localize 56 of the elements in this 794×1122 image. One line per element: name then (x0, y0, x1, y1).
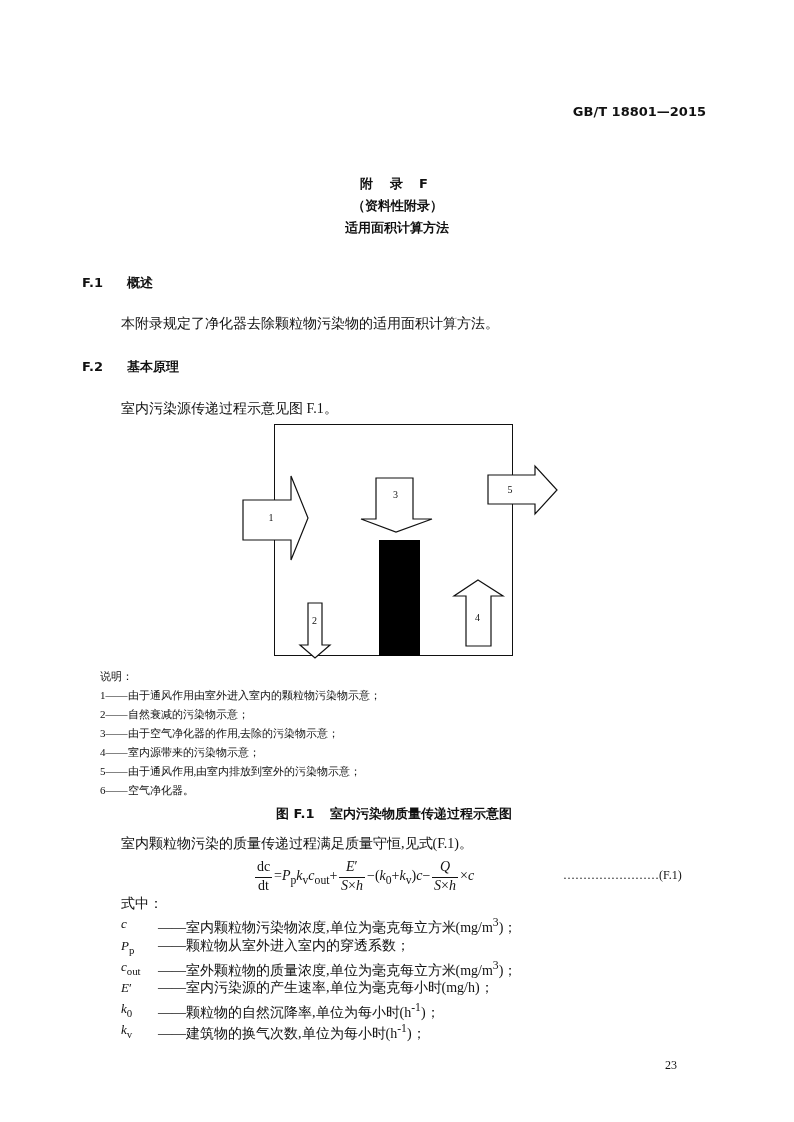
section-number: F.1 (82, 275, 103, 291)
air-purifier (378, 539, 420, 656)
formula-part: −(k$_{0}$+k$_{v}$)c− (367, 868, 431, 888)
annex-heading: （资料性附录） (351, 198, 443, 214)
key-item: 1——由于通风作用由室外进入室内的颗粒物污染物示意； (100, 689, 381, 703)
block-arrow (243, 476, 308, 560)
annex-heading: 适用面积计算方法 (345, 220, 449, 236)
equation-number: ……………………(F.1) (563, 868, 682, 883)
key-item: 5——由于通风作用,由室内排放到室外的污染物示意； (100, 765, 362, 779)
room-outline (274, 424, 513, 656)
figure-caption: 室内污染物质量传递过程示意图 (330, 806, 512, 822)
arrow-number: 5 (507, 485, 513, 495)
paragraph: 本附录规定了净化器去除颗粒物污染物的适用面积计算方法。 (121, 316, 499, 333)
symbol: c (121, 916, 127, 932)
key-item: 6——空气净化器。 (100, 784, 194, 798)
section-heading: 概述 (127, 275, 153, 291)
block-arrow (488, 466, 557, 514)
definition: ——颗粒物的自然沉降率,单位为每小时(h$^{-1}$)； (158, 1001, 440, 1022)
key-heading: 说明： (100, 670, 133, 684)
formula-part: S×h (341, 878, 363, 895)
definition: ——颗粒物从室外进入室内的穿透系数； (158, 938, 410, 955)
formula-part: dc (257, 859, 271, 876)
symbol: k$_{v}$ (121, 1022, 133, 1041)
block-arrow (299, 602, 330, 658)
arrow-number: 2 (312, 615, 317, 626)
annex-heading: 附 录 F (360, 176, 434, 192)
formula-part: S×h (434, 878, 456, 895)
block-arrow (453, 579, 503, 647)
page-number: 23 (665, 1058, 677, 1073)
symbol: c$_{out}$ (121, 959, 141, 978)
key-item: 4——室内源带来的污染物示意； (100, 746, 260, 760)
symbol: P$_{p}$ (121, 938, 135, 957)
paragraph: 室内颗粒物污染的质量传递过程满足质量守恒,见式(F.1)。 (121, 836, 473, 853)
definition: ——室外颗粒物的质量浓度,单位为毫克每立方米(mg/m$^{3}$)； (158, 959, 518, 980)
symbol: k$_{0}$ (121, 1001, 133, 1020)
definition: ——室内颗粒物污染物浓度,单位为毫克每立方米(mg/m$^{3}$)； (158, 916, 518, 937)
key-item: 3——由于空气净化器的作用,去除的污染物示意； (100, 727, 340, 741)
paragraph: 式中： (121, 896, 163, 913)
page-header: GB/T 18801—2015 (572, 104, 706, 120)
block-arrow (360, 477, 432, 532)
figure-caption: 图 F.1 (276, 806, 315, 822)
formula-part: =P$_{p}$k$_{v}$c$_{out}$+ (274, 868, 338, 888)
key-item: 2——自然衰减的污染物示意； (100, 708, 249, 722)
section-number: F.2 (82, 359, 103, 375)
formula-part: dt (258, 878, 269, 895)
arrow-number: 4 (475, 612, 480, 623)
arrow-number: 1 (268, 513, 274, 523)
formula-part: ×c (460, 868, 475, 885)
formula-part: Q (440, 859, 451, 876)
definition: ——室内污染源的产生速率,单位为毫克每小时(mg/h)； (158, 980, 494, 997)
paragraph: 室内污染源传递过程示意见图 F.1。 (121, 401, 338, 418)
definition: ——建筑物的换气次数,单位为每小时(h$^{-1}$)； (158, 1022, 426, 1043)
symbol: E′ (121, 980, 132, 996)
formula-part: E′ (346, 859, 358, 876)
section-heading: 基本原理 (127, 359, 179, 375)
arrow-number: 3 (393, 489, 398, 500)
